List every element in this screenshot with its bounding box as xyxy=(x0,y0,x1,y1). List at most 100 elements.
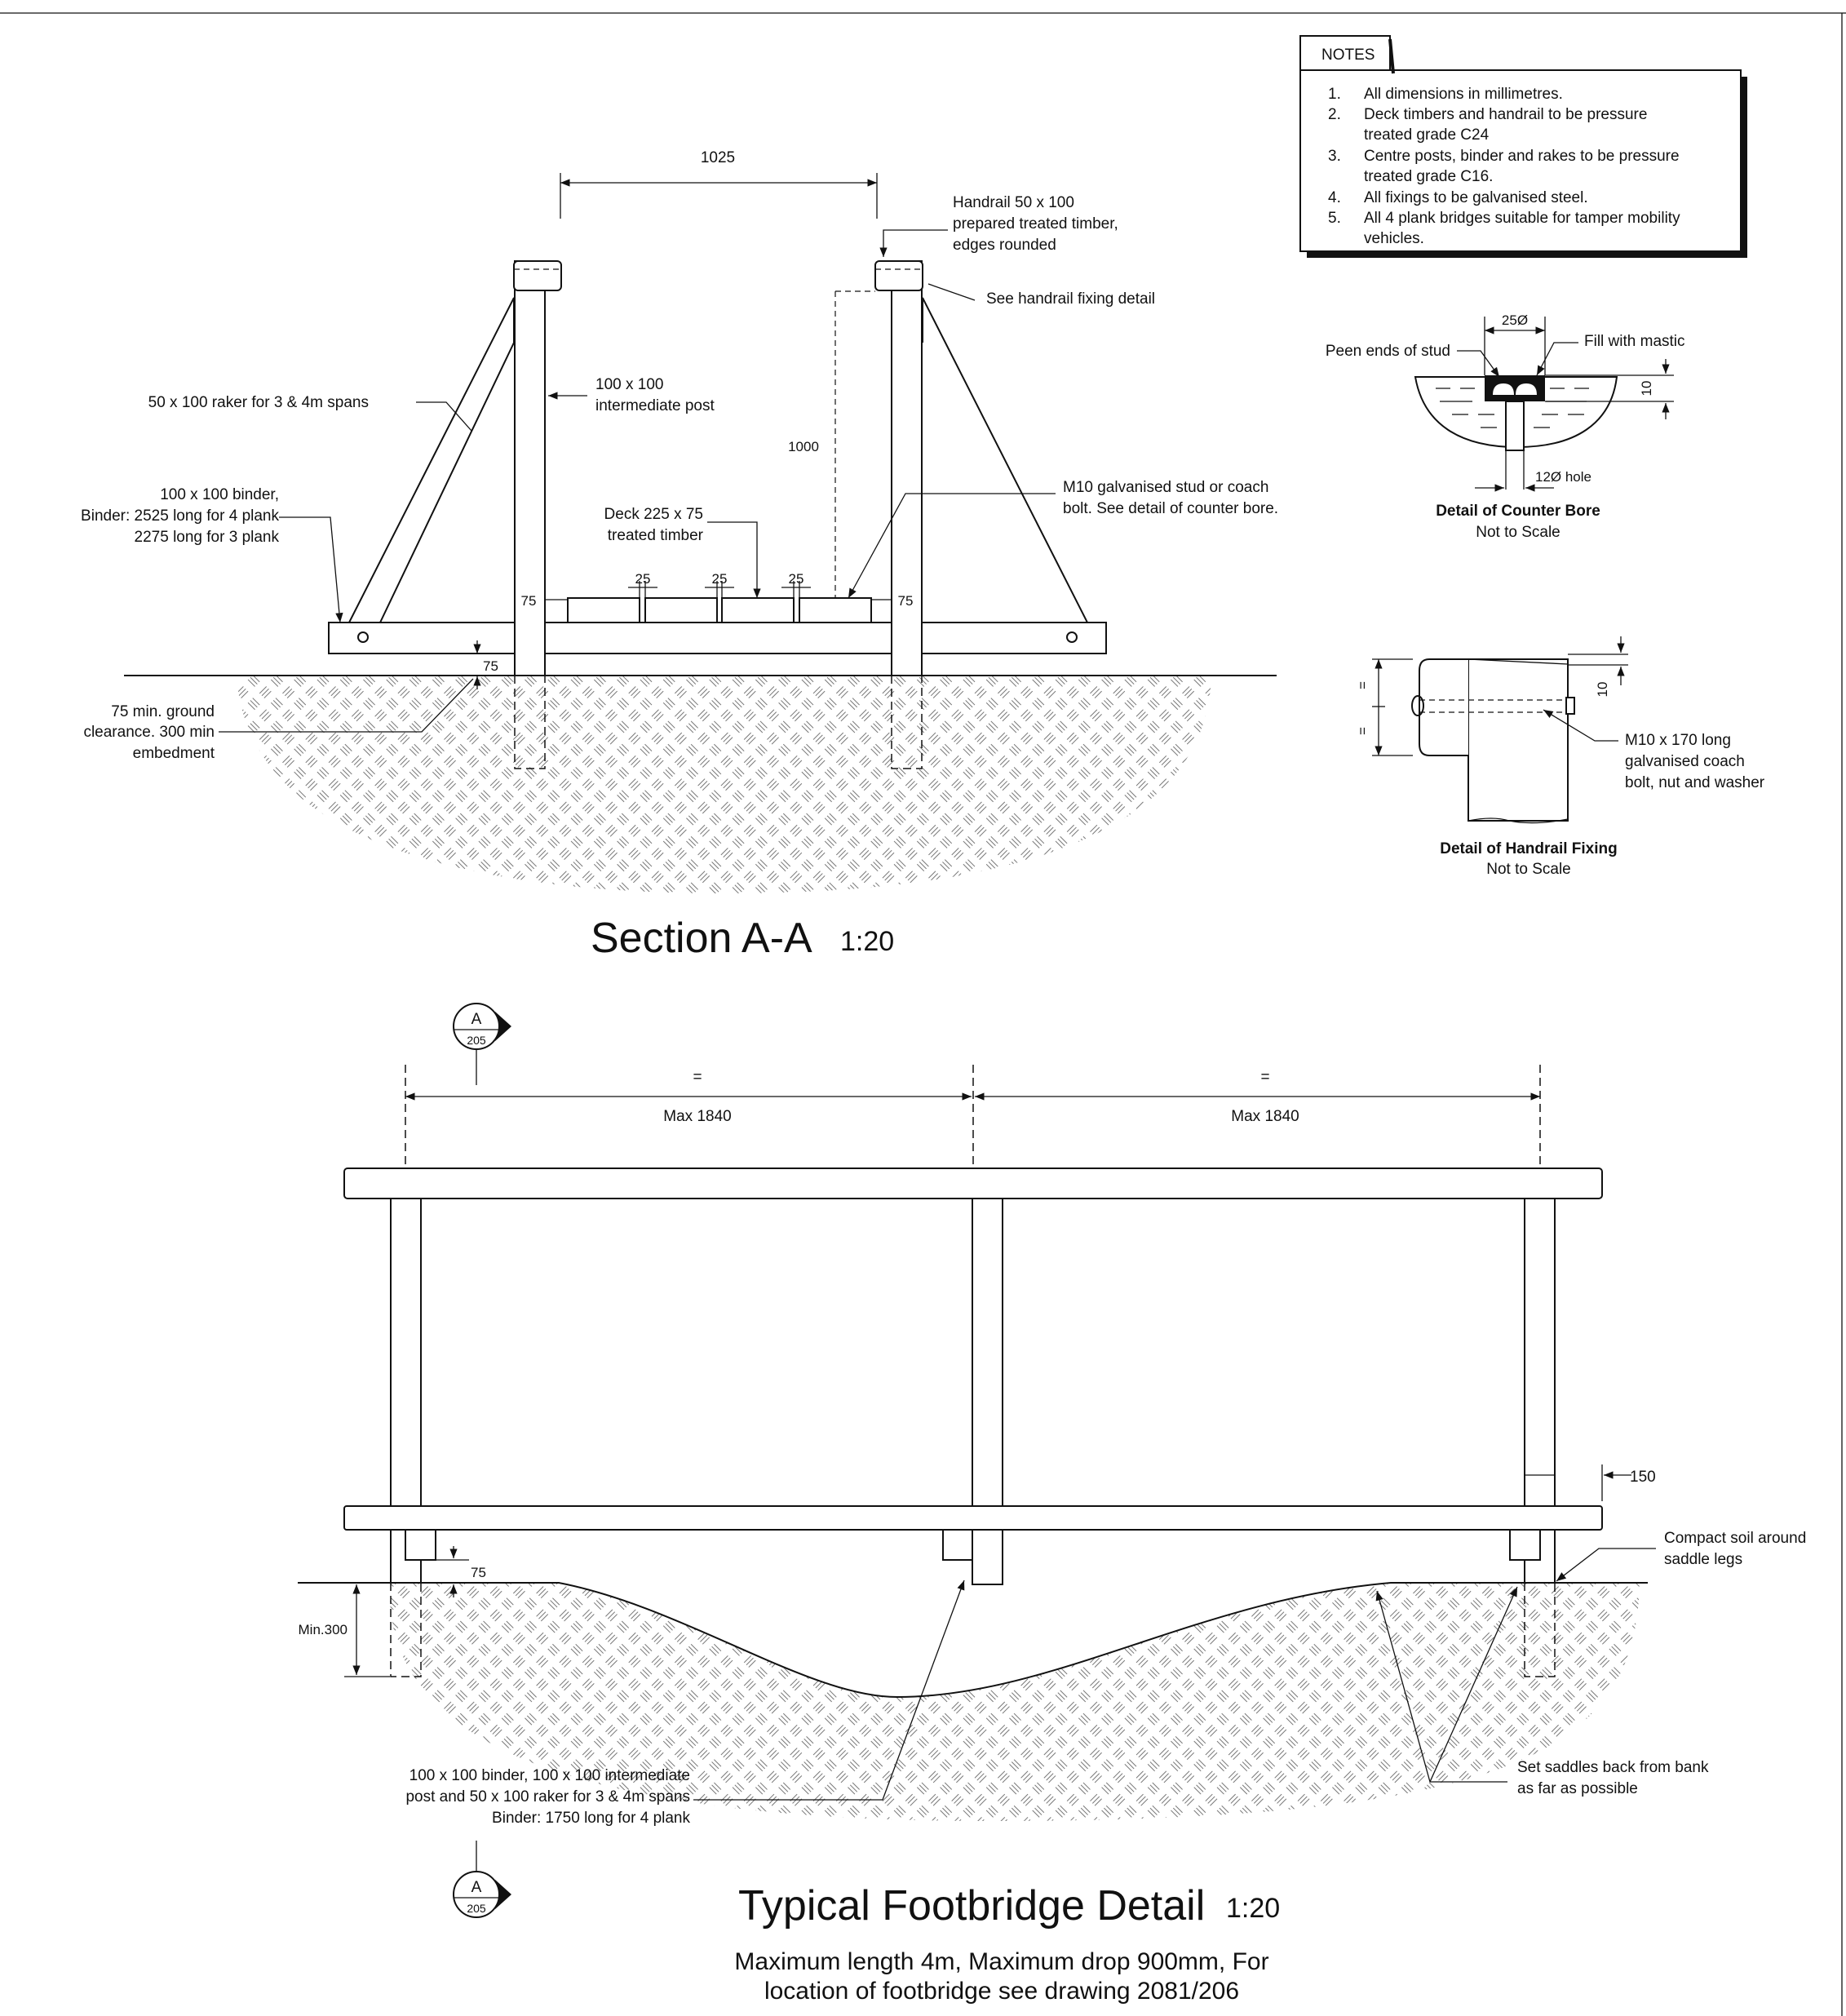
section-binder xyxy=(328,622,1107,654)
handrail-fixing-subtitle: Not to Scale xyxy=(1486,861,1571,878)
note-2-number: 2. xyxy=(1328,106,1341,123)
binder-label-line-2: Binder: 2525 long for 4 plank xyxy=(81,507,279,525)
elevation-title: Typical Footbridge Detail xyxy=(738,1882,1205,1930)
binder-bolt-left xyxy=(357,631,369,643)
marker-top-letter: A xyxy=(471,1011,482,1028)
note-5-line-2: vehicles. xyxy=(1364,230,1424,247)
dim-75-right: 75 xyxy=(898,593,914,609)
footbridge-elevation: = = Max 1840 Max 1840 150 xyxy=(298,1065,1806,2005)
marker-bottom-letter: A xyxy=(471,1879,482,1896)
counter-bore-hole: 12Ø hole xyxy=(1535,469,1591,485)
deck-plank xyxy=(721,597,795,623)
coach-bolt-head xyxy=(1411,695,1424,716)
note-1-line-1: All dimensions in millimetres. xyxy=(1364,86,1563,103)
gap-25: 25 xyxy=(635,571,651,587)
post-left-embedment xyxy=(514,676,546,769)
counter-bore-depth: 10 xyxy=(1639,381,1654,397)
note-2-line-1: Deck timbers and handrail to be pressure xyxy=(1364,106,1647,123)
bank-ground-line xyxy=(298,1582,1648,1699)
note-3-number: 3. xyxy=(1328,148,1341,165)
dim-1000: 1000 xyxy=(788,439,819,454)
compact-label-line-1: Compact soil around xyxy=(1664,1530,1806,1547)
section-marker-top: A 205 xyxy=(453,1003,511,1085)
bolt-label-line-1: M10 x 170 long xyxy=(1625,732,1731,749)
section-ground-hatch xyxy=(237,676,1211,893)
fixing-post xyxy=(1468,658,1569,822)
gap-dimensions: 25 25 25 xyxy=(628,571,811,598)
gap-25: 25 xyxy=(789,571,804,587)
fixing-eq-1: = xyxy=(1355,681,1370,689)
post-right xyxy=(891,260,923,676)
binder-bolt-right xyxy=(1066,631,1078,643)
note-4-line-1: All fixings to be galvanised steel. xyxy=(1364,189,1588,206)
bolt-label-line-2: galvanised coach xyxy=(1625,753,1745,770)
post-label-line-1: 100 x 100 xyxy=(595,376,663,393)
ground-label-line-1: 75 min. ground xyxy=(111,703,215,720)
deck-plank xyxy=(644,597,718,623)
saddle-block-middle xyxy=(942,1529,973,1561)
counter-bore-mastic xyxy=(1485,375,1545,401)
ground-label-line-2: clearance. 300 min xyxy=(83,724,215,741)
handrail-fixing-label: See handrail fixing detail xyxy=(986,290,1155,308)
compact-label-line-2: saddle legs xyxy=(1664,1551,1742,1568)
dim-75-saddle: 75 xyxy=(471,1565,486,1580)
gap-25: 25 xyxy=(712,571,728,587)
elevation-subtitle-line-1: Maximum length 4m, Maximum drop 900mm, F… xyxy=(734,1948,1268,1975)
elevation-binder xyxy=(343,1505,1603,1531)
stud-label-line-1: M10 galvanised stud or coach xyxy=(1063,479,1268,496)
binder-label-line-3: 2275 long for 3 plank xyxy=(135,529,280,546)
notes-title: NOTES xyxy=(1321,47,1375,64)
elevation-binder-label-line-3: Binder: 1750 long for 4 plank xyxy=(492,1810,690,1827)
span-left: Max 1840 xyxy=(663,1108,731,1125)
elevation-binder-label-line-2: post and 50 x 100 raker for 3 & 4m spans xyxy=(405,1788,690,1806)
handrail-label-line-2: prepared treated timber, xyxy=(953,215,1118,233)
elevation-handrail xyxy=(343,1168,1603,1199)
dim-150: 150 xyxy=(1630,1469,1656,1486)
post-label-line-2: intermediate post xyxy=(595,397,715,414)
notes-panel: NOTES 1. All dimensions in millimetres. … xyxy=(1299,35,1747,258)
saddle-block-right xyxy=(1509,1529,1541,1561)
deck-plank xyxy=(567,597,640,623)
dim-75-left: 75 xyxy=(521,593,537,609)
dim-min-300: Min.300 xyxy=(299,1622,348,1637)
section-scale: 1:20 xyxy=(840,926,894,957)
saddles-label-line-2: as far as possible xyxy=(1517,1780,1638,1797)
handrail-right xyxy=(874,260,923,291)
post-left xyxy=(514,260,546,676)
deck-label-line-1: Deck 225 x 75 xyxy=(604,506,703,523)
note-2-line-2: treated grade C24 xyxy=(1364,126,1490,144)
section-title: Section A-A xyxy=(591,915,812,962)
coach-bolt-nut xyxy=(1565,697,1575,715)
handrail-label-line-1: Handrail 50 x 100 xyxy=(953,194,1074,211)
deck-plank xyxy=(799,597,872,623)
marker-bottom-sheet: 205 xyxy=(467,1902,486,1915)
section-marker-bottom: A 205 xyxy=(453,1841,511,1918)
fixing-handrail xyxy=(1419,658,1468,756)
saddles-label-line-1: Set saddles back from bank xyxy=(1517,1759,1709,1776)
handrail-label-line-3: edges rounded xyxy=(953,237,1056,254)
mastic-label: Fill with mastic xyxy=(1584,333,1685,350)
post-right-embedment xyxy=(891,676,923,769)
binder-label-line-1: 100 x 100 binder, xyxy=(160,486,279,503)
note-1-number: 1. xyxy=(1328,86,1341,103)
raker-right xyxy=(922,297,1089,623)
elevation-subtitle-line-2: location of footbridge see drawing 2081/… xyxy=(764,1978,1239,2005)
counter-bore-title: Detail of Counter Bore xyxy=(1436,503,1600,520)
counter-bore-stud xyxy=(1505,401,1525,451)
elevation-scale: 1:20 xyxy=(1226,1893,1280,1924)
note-5-line-1: All 4 plank bridges suitable for tamper … xyxy=(1364,210,1680,227)
marker-top-sheet: 205 xyxy=(467,1034,486,1047)
dim-1025: 1025 xyxy=(701,149,735,166)
deck-planks xyxy=(567,597,872,623)
fixing-dim-10: 10 xyxy=(1595,682,1610,698)
note-4-number: 4. xyxy=(1328,189,1341,206)
section-a-a: 1025 1000 75 75 25 25 25 75 xyxy=(81,149,1278,962)
fixing-eq-2: = xyxy=(1355,727,1370,735)
note-3-line-1: Centre posts, binder and rakes to be pre… xyxy=(1364,148,1680,165)
raker-label: 50 x 100 raker for 3 & 4m spans xyxy=(148,394,369,411)
note-5-number: 5. xyxy=(1328,210,1341,227)
counter-bore-dia-25: 25Ø xyxy=(1502,312,1528,328)
bank-ground-hatch xyxy=(389,1583,1640,1822)
saddle-block-left xyxy=(405,1529,436,1561)
